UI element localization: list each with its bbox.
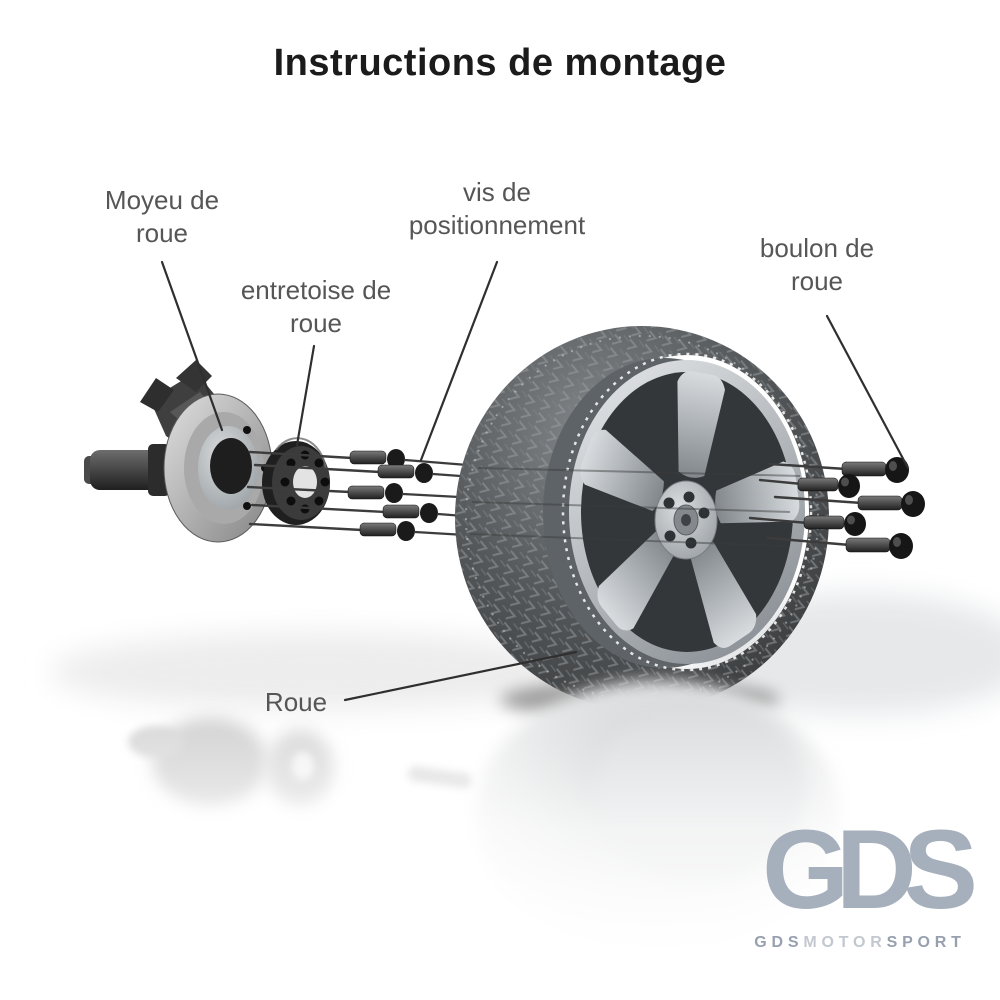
- tire-tread-texture: [455, 326, 829, 710]
- wheel-bolts-graphic: [748, 457, 925, 559]
- page-title: Instructions de montage: [273, 42, 727, 84]
- wheel-spokes: [580, 371, 800, 648]
- leader-line-screws: [419, 260, 499, 462]
- gds-motorsport-logo: GDS GDSMOTORSPORT: [744, 807, 978, 952]
- label-wheel-bolt: boulon de roue: [759, 233, 875, 296]
- rim-edge-dots: [561, 352, 813, 672]
- leader-line-spacer: [295, 344, 316, 447]
- leader-line-bolt: [825, 314, 910, 470]
- gds-logo-monogram: GDS: [762, 807, 978, 932]
- label-wheel-spacer: entretoise de roue: [240, 275, 392, 338]
- positioning-screws-graphic: [246, 449, 492, 541]
- wordmark-motor: MOTOR: [803, 934, 887, 951]
- leader-lines: [160, 260, 910, 702]
- wheel-hub-graphic: [84, 360, 273, 543]
- floor-reflection: [0, 680, 1000, 1000]
- wordmark-gds: GDS: [754, 934, 804, 951]
- wheel-graphic: [455, 326, 829, 710]
- label-positioning-screws: vis de positionnement: [408, 177, 586, 240]
- label-wheel: Roue: [264, 687, 328, 717]
- leader-line-hub: [160, 260, 224, 432]
- stud-lines-across-wheel: [469, 467, 801, 547]
- wordmark-sport: SPORT: [886, 934, 966, 951]
- gds-logo-wordmark: GDSMOTORSPORT: [744, 934, 976, 952]
- label-wheel-hub: Moyeu de roue: [104, 185, 220, 248]
- wheel-spacer-graphic: [262, 437, 330, 525]
- leader-line-wheel: [343, 650, 578, 702]
